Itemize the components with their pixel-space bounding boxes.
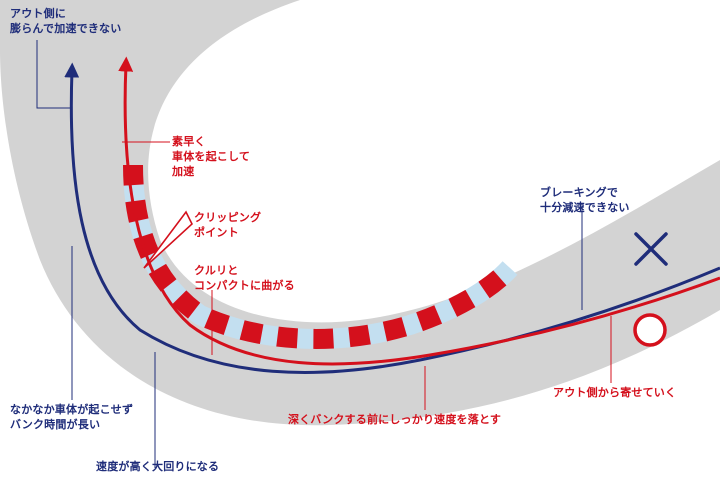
label-clipping-line2: ポイント [194, 226, 239, 239]
label-quick-up: 素早く 車体を起こして 加速 [172, 134, 250, 179]
label-quick-up-line3: 加速 [172, 165, 195, 178]
circle-mark [633, 313, 667, 347]
label-out-swell-line2: 膨らんで加速できない [10, 22, 122, 35]
label-quick-up-line1: 素早く [172, 135, 206, 148]
label-clipping-line1: クリッピング [194, 211, 262, 224]
leader-out-swell [36, 40, 70, 109]
label-deep-bank: 深くバンクする前にしっかり速度を落とす [288, 413, 502, 426]
good-line [118, 56, 720, 366]
cross-mark [634, 232, 668, 266]
label-wide-turn: 速度が高く大回りになる [96, 460, 220, 473]
label-slow-bank: なかなか車体が起こせず バンク時間が長い [10, 402, 133, 432]
curb-stripes [123, 164, 518, 349]
label-quick-up-line2: 車体を起こして [172, 150, 251, 163]
label-out-swell: アウト側に 膨らんで加速できない [10, 6, 121, 36]
label-brake-line2: 十分減速できない [540, 201, 630, 214]
clipping-pointer [143, 210, 193, 269]
label-out-swell-line1: アウト側に [10, 7, 66, 20]
label-compact: クルリと コンパクトに曲がる [194, 263, 295, 293]
label-slow-bank-line1: なかなか車体が起こせず [10, 403, 134, 416]
label-slow-bank-line2: バンク時間が長い [10, 418, 101, 431]
road-surface [0, 0, 720, 426]
label-out-side: アウト側から寄せていく [553, 386, 677, 399]
label-clipping: クリッピング ポイント [194, 210, 261, 240]
bad-line [64, 62, 720, 374]
leader-lines [36, 40, 612, 468]
label-brake: ブレーキングで 十分減速できない [540, 185, 630, 215]
label-compact-line1: クルリと [194, 264, 239, 277]
label-brake-line1: ブレーキングで [540, 186, 619, 199]
label-compact-line2: コンパクトに曲がる [194, 279, 295, 292]
